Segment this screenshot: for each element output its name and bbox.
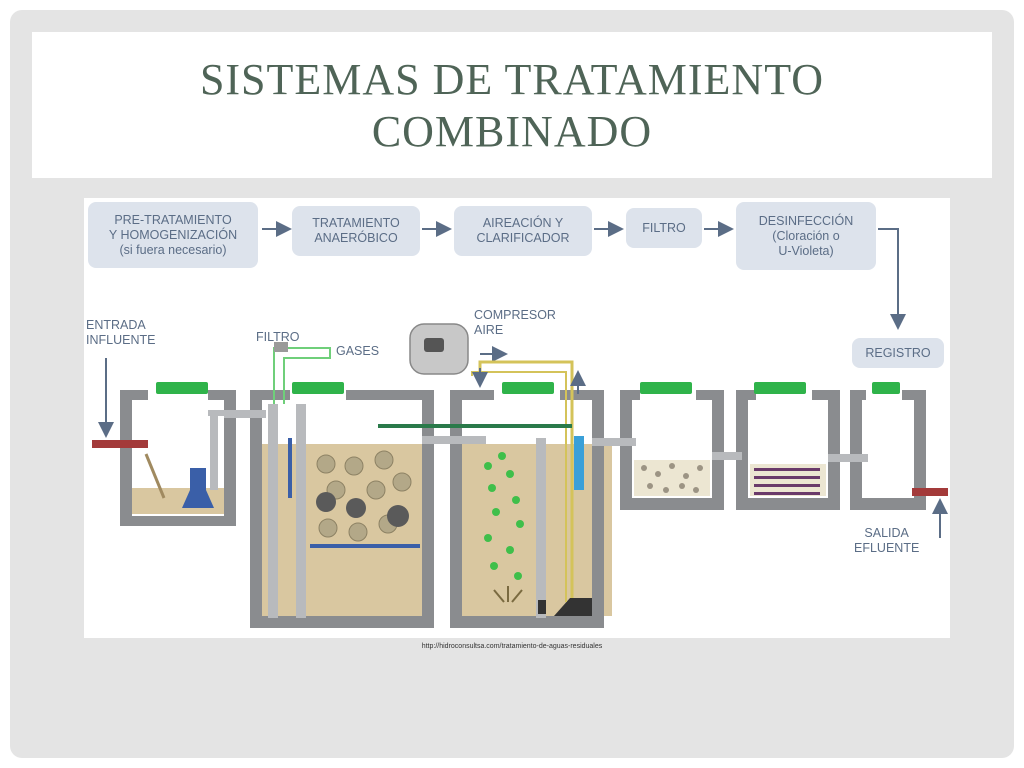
step-5-line-3: U-Violeta) (778, 243, 834, 258)
pipe-5-6 (828, 454, 868, 462)
lid-2 (292, 382, 344, 394)
pipe-2-3 (422, 436, 486, 444)
slide-title: SISTEMAS DE TRATAMIENTO COMBINADO (32, 54, 992, 158)
label-registro: REGISTRO (852, 338, 944, 368)
flow-arrows (98, 221, 948, 538)
uv-lamp (574, 436, 584, 490)
source-url: http://hidroconsultsa.com/tratamiento-de… (421, 643, 603, 650)
pipe-3-4 (592, 438, 636, 446)
diagram-graphics (92, 221, 948, 628)
step-5-line-1: DESINFECCIÓN (758, 213, 854, 228)
tank-pretreatment (92, 382, 236, 526)
step-desinfeccion: DESINFECCIÓN (Cloración o U-Violeta) (736, 202, 876, 270)
lid-5 (754, 382, 806, 394)
label-filtro: FILTRO (256, 330, 300, 344)
step-1-line-2: Y HOMOGENIZACIÓN (108, 227, 238, 242)
pump (182, 468, 214, 508)
pipe-1-2 (224, 410, 266, 418)
inlet-pipe (92, 440, 148, 448)
label-compresor-line-2: AIRE (474, 323, 504, 337)
label-entrada-line-1: ENTRADA (86, 318, 146, 332)
outlet-pipe (912, 488, 948, 496)
step-filtro: FILTRO (626, 208, 702, 248)
label-salida-line-1: SALIDA (864, 526, 909, 540)
step-3-line-1: AIREACIÓN Y (482, 216, 564, 230)
label-salida-line-2: EFLUENTE (854, 541, 920, 555)
label-registro-text: REGISTRO (865, 345, 931, 360)
step-4-line-1: FILTRO (642, 220, 686, 235)
title-line-2: COMBINADO (371, 107, 653, 156)
treatment-diagram: PRE-TRATAMIENTO Y HOMOGENIZACIÓN (si fue… (84, 198, 950, 638)
step-tratamiento-anaerobico: TRATAMIENTO ANAERÓBICO (292, 206, 420, 256)
tank-filter (620, 382, 724, 510)
label-salida-efluente: SALIDA EFLUENTE (854, 526, 919, 556)
tank-aeration (450, 360, 612, 628)
step-pretratamiento: PRE-TRATAMIENTO Y HOMOGENIZACIÓN (si fue… (88, 202, 258, 268)
title-line-1: SISTEMAS DE TRATAMIENTO (199, 55, 825, 104)
tank-disinfection (736, 382, 840, 510)
air-compressor (409, 323, 469, 375)
arrow-to-registro (878, 228, 906, 330)
tank-anaerobic (250, 342, 434, 628)
step-5-line-2: (Cloración o (772, 228, 840, 243)
pipe-4-5 (712, 452, 742, 460)
step-1-line-3: (si fuera necesario) (119, 242, 227, 257)
title-box: SISTEMAS DE TRATAMIENTO COMBINADO (32, 32, 992, 178)
label-gases: GASES (336, 344, 380, 358)
air-bubbles (484, 452, 524, 580)
tank-registro (850, 382, 948, 510)
step-aeracion: AIREACIÓN Y CLARIFICADOR (454, 206, 592, 256)
step-3-line-2: CLARIFICADOR (476, 231, 570, 245)
lid-3 (502, 382, 554, 394)
label-compresor-line-1: COMPRESOR (474, 308, 556, 322)
step-2-line-1: TRATAMIENTO (312, 216, 400, 230)
lid-4 (640, 382, 692, 394)
lid-6 (872, 382, 900, 394)
lid-1 (156, 382, 208, 394)
label-entrada-influente: ENTRADA INFLUENTE (86, 318, 155, 348)
label-entrada-line-2: INFLUENTE (86, 333, 156, 347)
step-2-line-2: ANAERÓBICO (314, 231, 398, 245)
label-compresor-aire: COMPRESOR AIRE (474, 308, 556, 338)
step-1-line-1: PRE-TRATAMIENTO (114, 212, 232, 227)
